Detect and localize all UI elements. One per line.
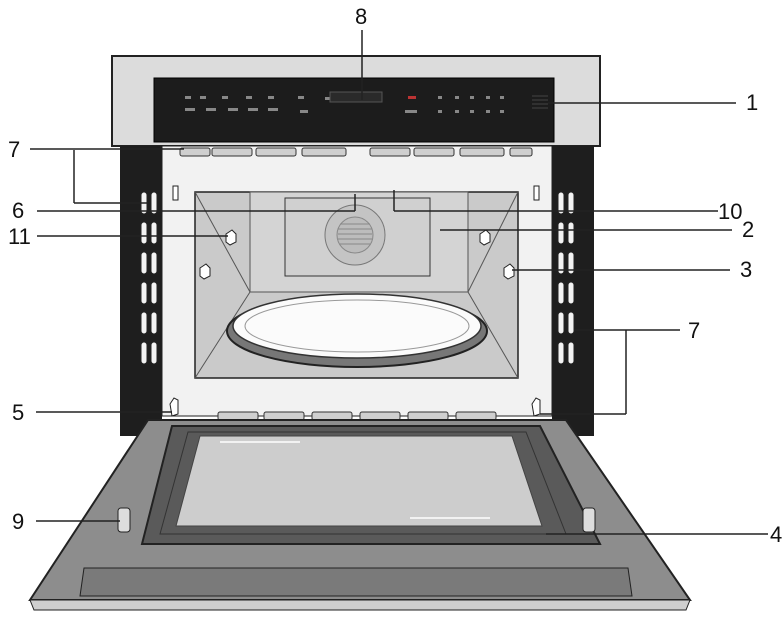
- bottom-door-seal-strips: [217, 411, 497, 421]
- callout-4: 4: [770, 522, 783, 547]
- callout-1: 1: [746, 90, 759, 115]
- display-window: [329, 91, 383, 103]
- right-vent-slots: [557, 191, 575, 365]
- callout-8: 8: [355, 4, 368, 29]
- callout-7-left: 7: [8, 137, 21, 162]
- callout-3: 3: [740, 257, 753, 282]
- vent-grille: [532, 95, 548, 109]
- control-panel-buttons: [185, 96, 504, 113]
- callout-11: 11: [8, 224, 31, 249]
- top-latch-right: [533, 185, 540, 201]
- door-hook-right: [531, 397, 541, 417]
- left-vent-slots: [140, 191, 158, 365]
- door-front-bar: [79, 567, 633, 597]
- door-window: [175, 435, 543, 527]
- top-door-seal-strips: [179, 147, 533, 157]
- callout-10: 10: [718, 199, 743, 224]
- turntable-tray: [232, 293, 482, 359]
- callout-6: 6: [12, 198, 25, 223]
- leader-lines: [30, 30, 768, 535]
- door-latch-right: [582, 507, 596, 533]
- rack-support-right-lower: [503, 263, 515, 280]
- callout-5: 5: [12, 400, 25, 425]
- door-bottom-edge: [29, 599, 691, 611]
- door-latch-left: [117, 507, 131, 533]
- callout-9: 9: [12, 509, 25, 534]
- callout-2: 2: [742, 217, 755, 242]
- callout-7-right: 7: [688, 318, 701, 343]
- light-grille: [338, 223, 372, 245]
- rack-support-left-upper: [225, 229, 237, 246]
- top-latch-left: [172, 185, 179, 201]
- rack-support-left-lower: [199, 263, 211, 280]
